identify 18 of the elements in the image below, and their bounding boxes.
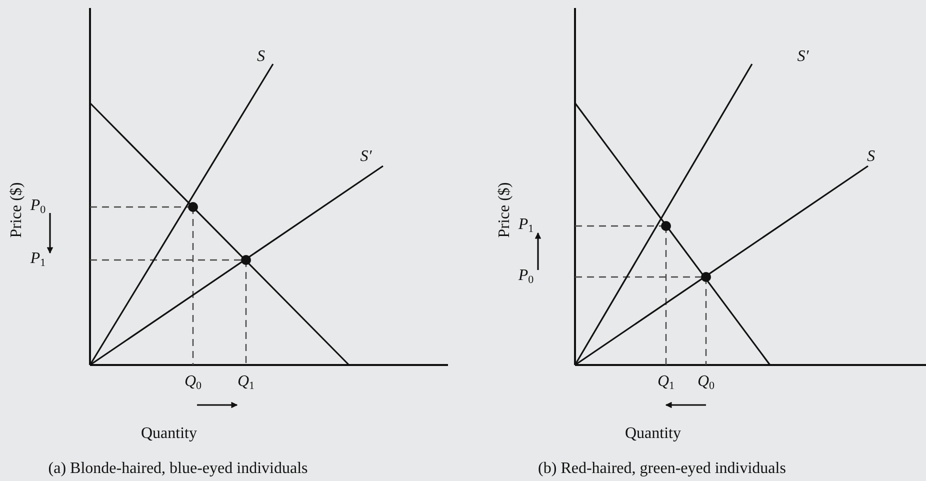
axis-title: Price ($) [497,182,513,238]
tick-label: P$_{1}$ [518,217,534,235]
tick-label: P$_{0}$ [30,198,46,216]
panel-caption: (b) Red-haired, green-eyed individuals [538,461,786,477]
tick-label: Q$_{1}$ [237,374,255,392]
tick-label: P$_{1}$ [30,251,46,269]
curve-label: S [867,149,875,165]
tick-label: Q$_{0}$ [697,374,715,392]
curve-label: S′ [360,149,372,165]
curve-label: S [257,49,265,65]
axis-title: Quantity [625,426,681,442]
tick-label: Q$_{1}$ [657,374,675,392]
tick-label: P$_{0}$ [518,268,534,286]
curve-label: S′ [797,49,809,65]
panel-caption: (a) Blonde-haired, blue-eyed individuals [48,461,308,477]
axis-title: Price ($) [9,182,25,238]
axis-title: Quantity [141,426,197,442]
tick-label: Q$_{0}$ [184,374,202,392]
